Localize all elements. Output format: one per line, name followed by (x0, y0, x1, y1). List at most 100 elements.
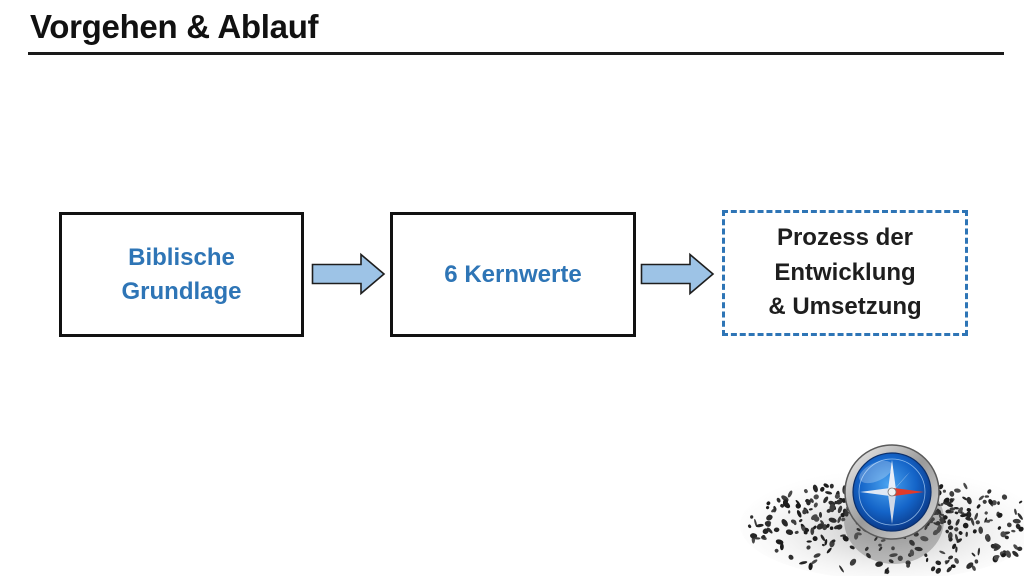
gravel-pebble (884, 567, 889, 574)
gravel-pebble (799, 561, 808, 565)
gravel-pebble (962, 522, 969, 529)
gravel-pebble (866, 552, 871, 559)
gravel-pebble (909, 549, 915, 557)
gravel-pebble (909, 539, 915, 546)
gravel-pebble (762, 528, 769, 534)
gravel-pebble (936, 524, 942, 534)
gravel-pebble (1017, 512, 1023, 520)
gravel-pebble (1004, 535, 1009, 540)
gravel-pebble (947, 525, 954, 530)
gravel-pebble (962, 496, 968, 501)
gravel-pebble (978, 526, 984, 534)
gravel-pebble (939, 550, 946, 555)
gravel-pebble (809, 498, 814, 503)
gravel-pebble (945, 559, 950, 565)
gravel-pebble (774, 548, 779, 553)
gravel-pebble (971, 565, 976, 571)
gravel-pebble (985, 519, 991, 523)
gravel-pebble (829, 503, 835, 513)
gravel-pebble (966, 508, 971, 512)
slide-title: Vorgehen & Ablauf (30, 8, 319, 45)
gravel-pebble (1014, 508, 1017, 515)
gravel-pebble (948, 537, 953, 542)
gravel-pebble (954, 557, 959, 564)
gravel-pebble (826, 523, 830, 528)
gravel-pebble (775, 539, 784, 545)
gravel-pebble (842, 535, 849, 542)
gravel-pebble (837, 516, 842, 524)
gravel-pebble (854, 532, 859, 540)
gravel-pebble (925, 557, 929, 563)
step-core-values: 6 Kernwerte (390, 212, 636, 337)
gravel-pebble (946, 566, 952, 573)
gravel-pebble (954, 511, 959, 515)
gravel-pebble (824, 539, 828, 546)
gravel-pebble (1000, 531, 1007, 538)
gravel-pebble (754, 518, 758, 527)
gravel-pebble (994, 543, 1001, 548)
gravel-pebble (808, 562, 813, 571)
gravel-pebble (997, 526, 1002, 530)
gravel-pebble (764, 521, 771, 527)
gravel-pebble (943, 497, 950, 504)
gravel-pebble (823, 483, 829, 488)
gravel-pebble (779, 543, 784, 551)
gravel-pebble (971, 552, 976, 557)
step-label: Biblische Grundlage (121, 244, 242, 305)
gravel-pebble (826, 547, 832, 554)
gravel-pebble (955, 546, 958, 553)
gravel-pebble (878, 543, 882, 547)
step-label: Prozess der Entwicklung & Umsetzung (768, 223, 922, 321)
gravel-pebble (1013, 544, 1019, 550)
gravel-pebble (914, 546, 923, 552)
gravel-pebble (849, 558, 857, 566)
step-label: 6 Kernwerte (444, 260, 582, 288)
gravel-pebble (773, 505, 777, 512)
gravel-pebble (813, 553, 821, 558)
gravel-pebble (803, 530, 808, 535)
gravel-pebble (984, 511, 988, 515)
gravel-pebble (849, 545, 855, 550)
gravel-pebble (889, 553, 898, 558)
gravel-pebble (961, 512, 965, 515)
gravel-pebble (747, 524, 752, 529)
gravel-pebble (808, 508, 813, 511)
gravel-pebble (984, 495, 990, 498)
gravel-pebble (939, 518, 947, 524)
gravel-pebble (812, 536, 818, 542)
gravel-pebble (790, 519, 797, 524)
gravel-pebble (812, 484, 818, 493)
gravel-pebble (1001, 553, 1007, 558)
gravel-pebble (972, 529, 977, 534)
arrow-right-icon (311, 252, 386, 296)
gravel-pebble (942, 489, 946, 493)
gravel-pebble (787, 490, 793, 498)
gravel-pebble (856, 528, 861, 532)
gravel-pebble (802, 508, 808, 515)
gravel-pebble (813, 516, 820, 522)
gravel-pebble (920, 536, 929, 542)
gravel-pebble (834, 493, 840, 499)
gravel-pebble (953, 506, 959, 510)
gravel-pebble (831, 539, 836, 543)
compass-icon (740, 444, 1024, 576)
gravel-pebble (1018, 500, 1023, 504)
title-underline (28, 52, 1004, 55)
gravel-pebble (936, 508, 942, 516)
gravel-pebble (945, 529, 949, 534)
gravel-pebble (795, 499, 800, 505)
gravel-pebble (957, 507, 964, 514)
gravel-pebble (800, 523, 804, 527)
gravel-pebble (750, 533, 758, 539)
gravel-pebble (977, 547, 980, 556)
gravel-pebble (829, 526, 834, 530)
gravel-pebble (1006, 522, 1012, 528)
gravel-pebble (982, 499, 987, 504)
gravel-pebble (820, 520, 825, 525)
gravel-pebble (840, 534, 846, 537)
gravel-pebble (997, 512, 1003, 518)
gravel-pebble (806, 545, 811, 550)
gravel-pebble (813, 494, 819, 500)
gravel-pebble (984, 517, 988, 523)
gravel-pebble (958, 531, 963, 535)
